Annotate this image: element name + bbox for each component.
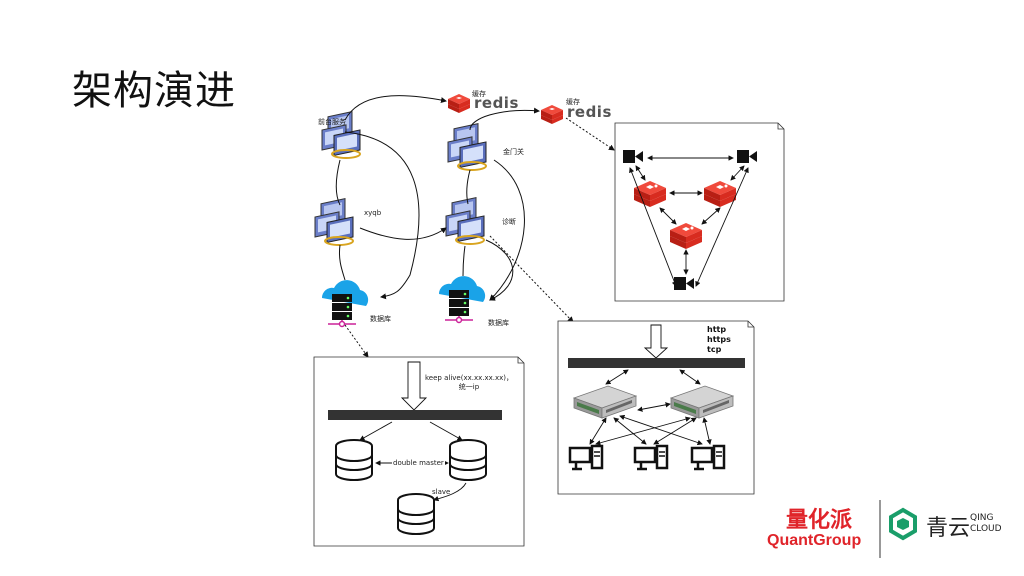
redis-top-icon: [448, 94, 470, 113]
db-slave-icon: [397, 493, 435, 535]
protocol-tcp: tcp: [707, 345, 722, 354]
redis-top-caption: 缓存: [472, 90, 486, 98]
slide-title: 架构演进: [72, 68, 236, 114]
vip-entry-arrow: [400, 361, 428, 411]
db-master-b-icon: [449, 439, 487, 481]
qingcloud-logo-en: QING CLOUD: [970, 513, 1002, 535]
left-mid-server-cluster-icon: [314, 197, 354, 246]
protocol-list: http https tcp: [707, 325, 731, 355]
quantgroup-logo-cn: 量化派: [786, 508, 853, 533]
redis-mid-caption: 缓存: [566, 98, 580, 106]
mid-db-label: 数据库: [488, 319, 509, 327]
lb-entry-arrow: [643, 324, 669, 359]
qingcloud-logo-en-line2: CLOUD: [970, 524, 1002, 534]
vip-bar: [328, 410, 502, 420]
mysql-ha-panel: [313, 356, 525, 547]
redis-mid-word: redis: [567, 103, 612, 121]
left-db-label: 数据库: [370, 315, 391, 323]
redis-cluster-panel: [614, 122, 785, 302]
mid-database-server-icon: [438, 275, 486, 324]
mid-mid-server-cluster-icon: [445, 196, 485, 245]
left-mid-node-label: xyqb: [364, 209, 382, 217]
qingcloud-logo-en-line1: QING: [970, 513, 994, 523]
lb-bar: [568, 358, 745, 368]
double-master-label: double master: [392, 459, 445, 467]
flow-connectors: [335, 95, 540, 301]
left-db-detail-dotted-link: [344, 324, 369, 358]
load-balancer-panel: [557, 320, 755, 495]
quantgroup-logo-en: QuantGroup: [767, 532, 862, 549]
left-top-node-label: 前台服务: [318, 118, 346, 126]
left-database-server-icon: [321, 279, 369, 328]
mid-mid-node-label: 诊断: [502, 218, 516, 226]
mid-top-node-label: 金门关: [503, 148, 524, 156]
db-master-a-icon: [335, 439, 373, 481]
slave-label: slave: [432, 488, 451, 496]
redis-detail-dotted-link: [565, 117, 615, 151]
mid-top-server-cluster-icon: [447, 122, 487, 171]
vip-note: keep alive(xx.xx.xx.xx)，统一ip: [425, 374, 513, 391]
qingcloud-logo-cn: 青云: [926, 516, 971, 541]
redis-mid-icon: [541, 105, 563, 124]
qingcloud-logo-icon: [889, 507, 917, 541]
protocol-http: http: [707, 325, 727, 334]
redis-top-word: redis: [474, 94, 519, 112]
mid-lb-detail-dotted-link: [489, 235, 574, 323]
protocol-https: https: [707, 335, 731, 344]
